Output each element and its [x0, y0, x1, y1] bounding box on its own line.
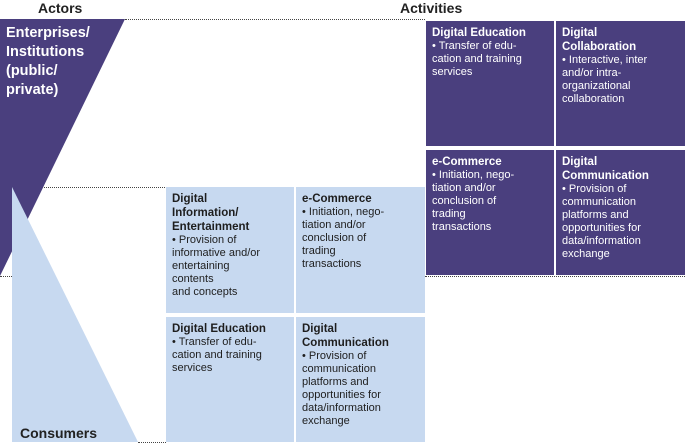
activity-ecommerce-consumer: e-Commerce • Initiation, nego- tiation a…	[296, 187, 425, 313]
activity-title: Digital Education	[432, 27, 526, 39]
activity-description: • Initiation, nego- tiation and/or concl…	[302, 206, 385, 270]
activity-digital-communication-consumer: Digital Communication • Provision of com…	[296, 317, 425, 442]
activities-header: Activities	[400, 0, 463, 16]
enterprise-triangle	[0, 19, 125, 276]
activity-title: e-Commerce	[302, 193, 372, 205]
middle-divider-right	[425, 276, 685, 277]
activity-digital-information-consumer: Digital Information/ Entertainment • Pro…	[166, 187, 294, 313]
activity-digital-education-consumer: Digital Education • Transfer of edu- cat…	[166, 317, 294, 442]
activity-description: • Transfer of edu- cation and training s…	[432, 40, 522, 78]
activity-title: Digital Communication	[562, 156, 649, 182]
top-divider	[125, 19, 425, 20]
activity-title: e-Commerce	[432, 156, 502, 168]
activity-title: Digital Information/ Entertainment	[172, 193, 250, 233]
consumers-label: Consumers	[20, 425, 98, 441]
consumer-top-divider	[12, 187, 167, 188]
enterprises-label: Enterprises/ Institutions (public/ priva…	[6, 25, 90, 98]
activity-digital-communication-enterprise: Digital Communication • Provision of com…	[556, 150, 685, 275]
bottom-divider	[138, 442, 166, 443]
activity-digital-collaboration-enterprise: Digital Collaboration • Interactive, int…	[556, 21, 685, 146]
middle-divider-left	[0, 276, 12, 277]
activity-title: Digital Communication	[302, 323, 389, 349]
activity-title: Digital Collaboration	[562, 27, 637, 53]
activity-description: • Interactive, inter and/or intra- organ…	[562, 54, 648, 105]
activity-description: • Transfer of edu- cation and training s…	[172, 336, 262, 374]
activity-description: • Provision of communication platforms a…	[562, 183, 641, 260]
activity-ecommerce-enterprise: e-Commerce • Initiation, nego- tiation a…	[426, 150, 554, 275]
activity-title: Digital Education	[172, 323, 266, 335]
activity-description: • Provision of informative and/or entert…	[172, 234, 261, 298]
activity-description: • Initiation, nego- tiation and/or concl…	[432, 169, 515, 233]
activity-description: • Provision of communication platforms a…	[302, 350, 381, 427]
consumer-triangle	[12, 187, 138, 442]
actors-header: Actors	[38, 0, 83, 16]
activity-digital-education-enterprise: Digital Education • Transfer of edu- cat…	[426, 21, 554, 146]
